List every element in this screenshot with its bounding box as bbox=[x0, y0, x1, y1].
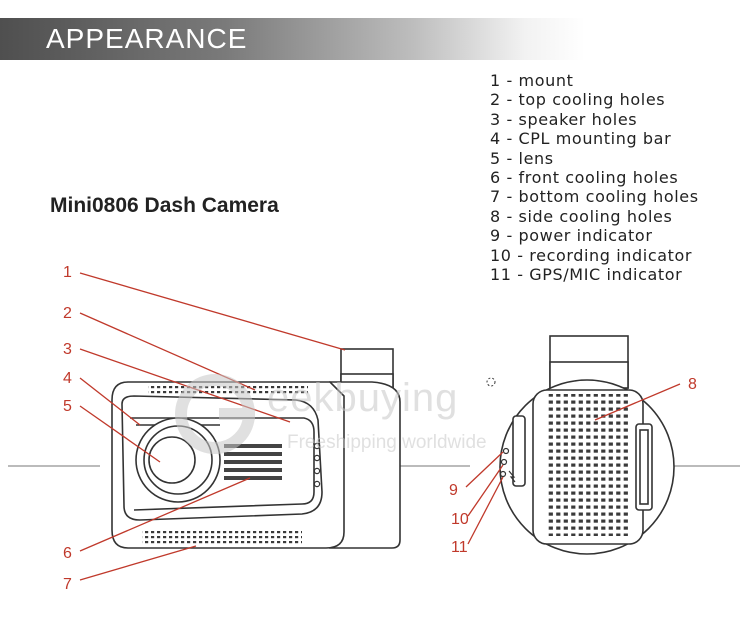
callout-3: 3 bbox=[63, 341, 72, 358]
bottom-cooling-holes bbox=[142, 530, 302, 544]
header-band bbox=[0, 18, 750, 60]
callout-2: 2 bbox=[63, 305, 72, 322]
callout-4: 4 bbox=[63, 370, 72, 387]
product-title: Mini0806 Dash Camera bbox=[50, 194, 279, 217]
callout-11: 11 bbox=[451, 539, 468, 556]
legend-item-side-cooling-holes: 8 - side cooling holes bbox=[490, 206, 673, 226]
callout-8: 8 bbox=[688, 376, 697, 393]
callout-1: 1 bbox=[63, 264, 72, 281]
watermark-slogan: Freeshipping worldwide bbox=[287, 432, 487, 453]
camera-side-body bbox=[329, 381, 401, 549]
parts-legend: 1 - mount 2 - top cooling holes 3 - spea… bbox=[490, 71, 699, 284]
legend-item-speaker-holes: 3 - speaker holes bbox=[490, 109, 638, 129]
legend-item-recording-indicator: 10 - recording indicator bbox=[490, 245, 693, 265]
legend-item-cpl-mounting-bar: 4 - CPL mounting bar bbox=[490, 129, 672, 149]
watermark-brand: eekbuying bbox=[267, 376, 459, 420]
callout-10: 10 bbox=[451, 511, 469, 528]
watermark-logo-icon bbox=[175, 374, 255, 454]
legend-item-power-indicator: 9 - power indicator bbox=[490, 226, 653, 246]
legend-item-gps-mic-indicator: 11 - GPS/MIC indicator bbox=[490, 265, 683, 285]
legend-item-bottom-cooling-holes: 7 - bottom cooling holes bbox=[490, 187, 699, 207]
callout-numbers: 1 2 3 4 5 6 7 8 9 10 11 bbox=[63, 264, 697, 593]
front-cooling-holes bbox=[224, 444, 282, 480]
page-title: APPEARANCE bbox=[46, 23, 248, 54]
legend-item-front-cooling-holes: 6 - front cooling holes bbox=[490, 168, 679, 188]
callout-5: 5 bbox=[63, 398, 72, 415]
front-panel bbox=[121, 395, 323, 521]
front-indicator-lights bbox=[313, 442, 321, 488]
callout-6: 6 bbox=[63, 545, 72, 562]
legend-item-mount: 1 - mount bbox=[490, 71, 574, 90]
watermark: eekbuying Freeshipping worldwide bbox=[175, 372, 555, 462]
legend-item-lens: 5 - lens bbox=[490, 148, 554, 168]
callout-9: 9 bbox=[449, 482, 458, 499]
side-indicators bbox=[499, 447, 516, 483]
callout-7: 7 bbox=[63, 576, 72, 593]
legend-item-top-cooling-holes: 2 - top cooling holes bbox=[490, 90, 666, 110]
side-cooling-holes bbox=[546, 394, 630, 536]
side-view-camera bbox=[486, 335, 675, 555]
